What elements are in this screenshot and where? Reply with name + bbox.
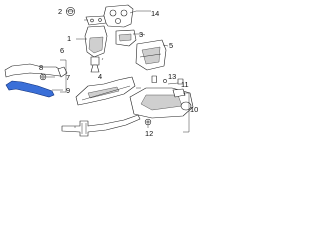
highlighted-heat-shield-part xyxy=(5,80,55,98)
rubber-isolator-part xyxy=(172,88,186,98)
manifold-gasket-part xyxy=(85,15,107,26)
callout-bracket-10 xyxy=(183,92,190,133)
callout-9: 9 xyxy=(66,86,70,95)
callout-5: 5 xyxy=(169,41,173,50)
pipe-gasket-part xyxy=(39,73,47,81)
callout-2: 2 xyxy=(58,7,62,16)
callout-14: 14 xyxy=(151,9,159,18)
front-pipe-part xyxy=(4,63,68,78)
callout-11: 11 xyxy=(181,80,189,89)
heat-shield-bracket-part xyxy=(115,29,137,47)
callout-7: 7 xyxy=(66,73,70,82)
callout-4: 4 xyxy=(98,72,102,81)
hanger-bracket-part xyxy=(151,75,184,85)
exhaust-system-diagram: 2 1 3 4 5 6 7 8 9 10 11 12 13 14 xyxy=(4,4,198,138)
exhaust-clamp-part xyxy=(144,118,152,126)
callout-3: 3 xyxy=(139,30,143,39)
callout-8: 8 xyxy=(39,63,43,72)
converter-heat-shield-part xyxy=(135,39,167,71)
gasket-ring-part xyxy=(66,7,76,16)
callout-1: 1 xyxy=(67,34,71,43)
intermediate-heat-shield-part xyxy=(75,76,136,106)
callout-13: 13 xyxy=(168,72,176,81)
callout-bracket-6 xyxy=(60,59,67,93)
callout-10: 10 xyxy=(190,105,198,114)
upper-heat-shield-part xyxy=(102,4,134,28)
callout-6: 6 xyxy=(60,46,64,55)
catalytic-converter-part xyxy=(84,25,108,73)
callout-12: 12 xyxy=(145,129,153,138)
leader-lines xyxy=(40,10,186,128)
rear-pipe-part xyxy=(61,114,141,137)
